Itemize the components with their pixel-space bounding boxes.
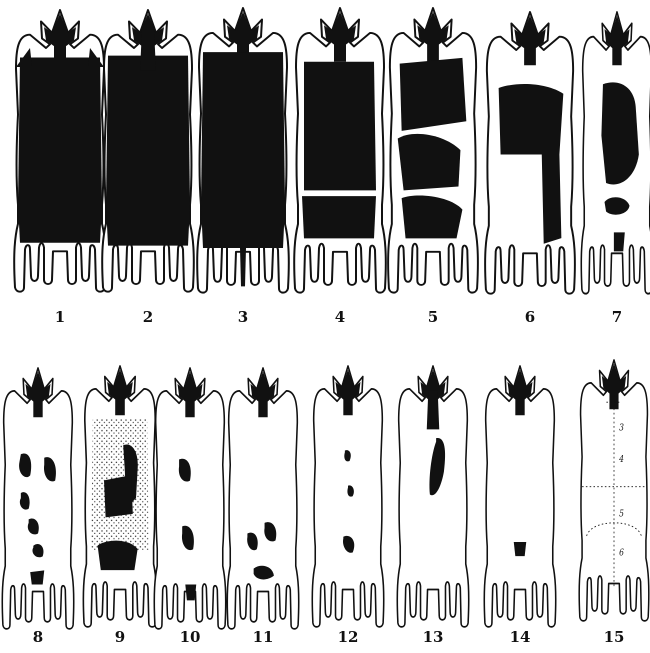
zone-label: 4 [618, 454, 624, 465]
pelt-panel-9 [83, 366, 156, 627]
panel-number: 8 [33, 628, 43, 646]
pigment-patch [104, 475, 133, 517]
panel-number: 2 [143, 308, 153, 326]
pigment-patch [140, 29, 156, 71]
pigment-patch [185, 584, 196, 600]
pelt-panel-8 [2, 368, 73, 629]
pelt-panel-6 [485, 12, 575, 294]
pigment-patch [601, 82, 638, 184]
panel-number: 14 [510, 628, 531, 646]
pelt-panel-13 [397, 366, 468, 627]
panel-number: 3 [238, 308, 248, 326]
pigment-patch [302, 196, 376, 238]
pigment-patch [240, 248, 246, 286]
pigment-patch [304, 62, 376, 191]
pelt-panel-15: 3 4 5 6 [579, 360, 649, 621]
pelt-panel-12 [312, 366, 383, 627]
pelt-panel-3 [197, 8, 289, 293]
panel-number: 10 [180, 628, 201, 646]
pelt-panel-2 [102, 10, 194, 292]
pigment-patch [18, 58, 102, 243]
panel-number: 9 [115, 628, 125, 646]
pelt-panel-1 [14, 10, 106, 292]
pigment-patch [514, 542, 526, 556]
pigment-patch [30, 570, 44, 584]
panel-number: 11 [253, 628, 274, 646]
panel-number: 7 [612, 308, 622, 326]
panel-number: 5 [428, 308, 438, 326]
zone-label: 6 [619, 547, 624, 558]
pelt-panel-14 [484, 366, 555, 627]
pelt-panel-10 [154, 368, 225, 629]
pelt-panel-11 [227, 368, 298, 629]
panel-number: 6 [525, 308, 535, 326]
panel-number: 15 [604, 628, 625, 646]
zone-label: 5 [619, 508, 624, 519]
panel-number: 4 [335, 308, 345, 326]
pigment-patch [427, 391, 439, 430]
zone-label: 3 [619, 422, 624, 433]
pelt-panel-4 [294, 8, 386, 293]
panel-number: 13 [423, 628, 444, 646]
pelt-panel-7 [581, 12, 650, 294]
pigment-patch [201, 52, 285, 248]
pelt-panel-5 [388, 8, 478, 293]
pigment-patch [400, 58, 467, 131]
pigment-patch [614, 232, 625, 251]
panel-number: 1 [55, 308, 65, 326]
pigment-patch [106, 56, 190, 246]
pigment-patch [98, 541, 138, 571]
panel-number: 12 [338, 628, 359, 646]
